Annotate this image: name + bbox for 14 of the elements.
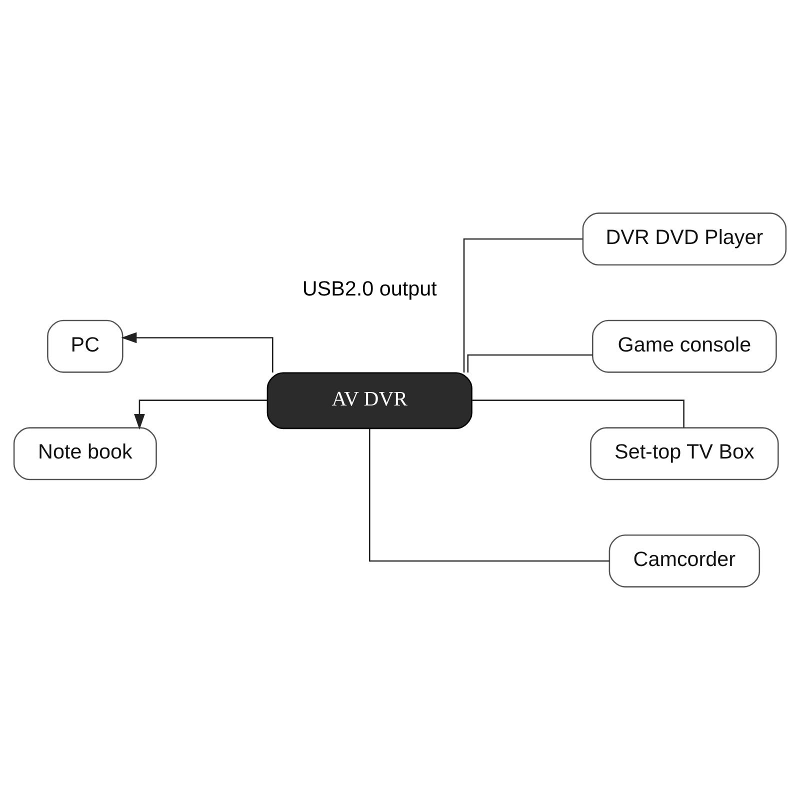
label: USB2.0 output <box>302 278 437 301</box>
node-box: Camcorder <box>608 534 760 588</box>
arrow <box>134 400 268 430</box>
connector <box>463 238 583 372</box>
connector <box>472 400 684 428</box>
node-box: Game console <box>592 320 777 373</box>
node-box: Set-top TV Box <box>590 427 779 480</box>
node-box: Note book <box>13 427 157 480</box>
node-box: AV DVR <box>266 372 472 430</box>
connector <box>368 428 610 562</box>
node-box: DVR DVD Player <box>582 212 787 266</box>
connector <box>467 354 593 372</box>
node-box: PC <box>47 320 124 373</box>
arrow <box>121 332 274 372</box>
